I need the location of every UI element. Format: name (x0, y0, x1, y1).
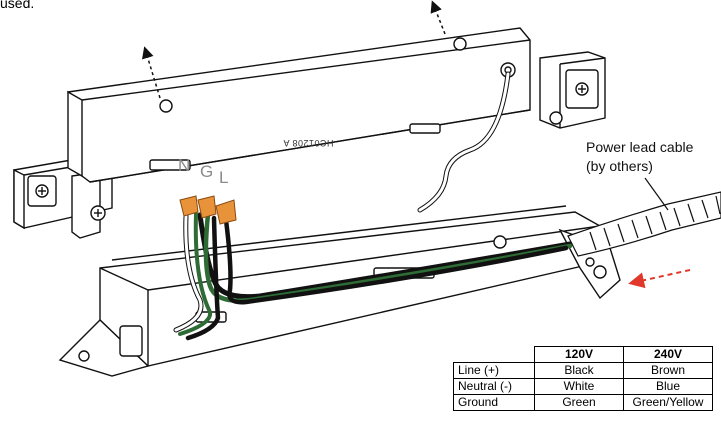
table-cell: Green (534, 394, 624, 411)
wiring-color-table: 120V 240V Line (+) Black Brown Neutral (… (453, 346, 713, 411)
lift-arrows (142, 0, 446, 99)
table-corner (453, 346, 535, 363)
lid-lead-wires (417, 71, 511, 213)
row-label: Neutral (-) (453, 378, 535, 395)
callout-line-2: (by others) (586, 158, 653, 174)
insertion-arrow (628, 269, 691, 289)
wire-label-neutral: N (178, 156, 191, 175)
callout-leader (644, 177, 669, 211)
row-label: Ground (453, 394, 535, 411)
table-cell: Black (534, 362, 624, 379)
table-cell: Blue (623, 378, 713, 395)
intro-text-fragment: used. (0, 0, 35, 11)
table-row: Ground Green Green/Yellow (453, 394, 713, 411)
table-row: Neutral (-) White Blue (453, 378, 713, 395)
cover-lid (67, 27, 531, 183)
table-cell: White (534, 378, 624, 395)
column-header-120v: 120V (534, 346, 624, 363)
table-cell: Brown (623, 362, 713, 379)
wire-label-line: L (219, 168, 229, 187)
wire-nuts (179, 195, 237, 225)
supply-conductors (173, 211, 573, 341)
table-row: Line (+) Black Brown (453, 362, 713, 379)
table-cell: Green/Yellow (623, 394, 713, 411)
wire-label-ground: G (200, 162, 214, 181)
right-mounting-rail (539, 51, 606, 129)
power-lead-cable (567, 191, 721, 257)
power-lead-callout: Power lead cable (by others) (586, 138, 693, 176)
column-header-240v: 240V (623, 346, 713, 363)
row-label: Line (+) (453, 362, 535, 379)
table-header-row: 120V 240V (453, 346, 713, 363)
part-marking: HC01208 A (283, 138, 334, 148)
callout-line-1: Power lead cable (586, 139, 694, 155)
